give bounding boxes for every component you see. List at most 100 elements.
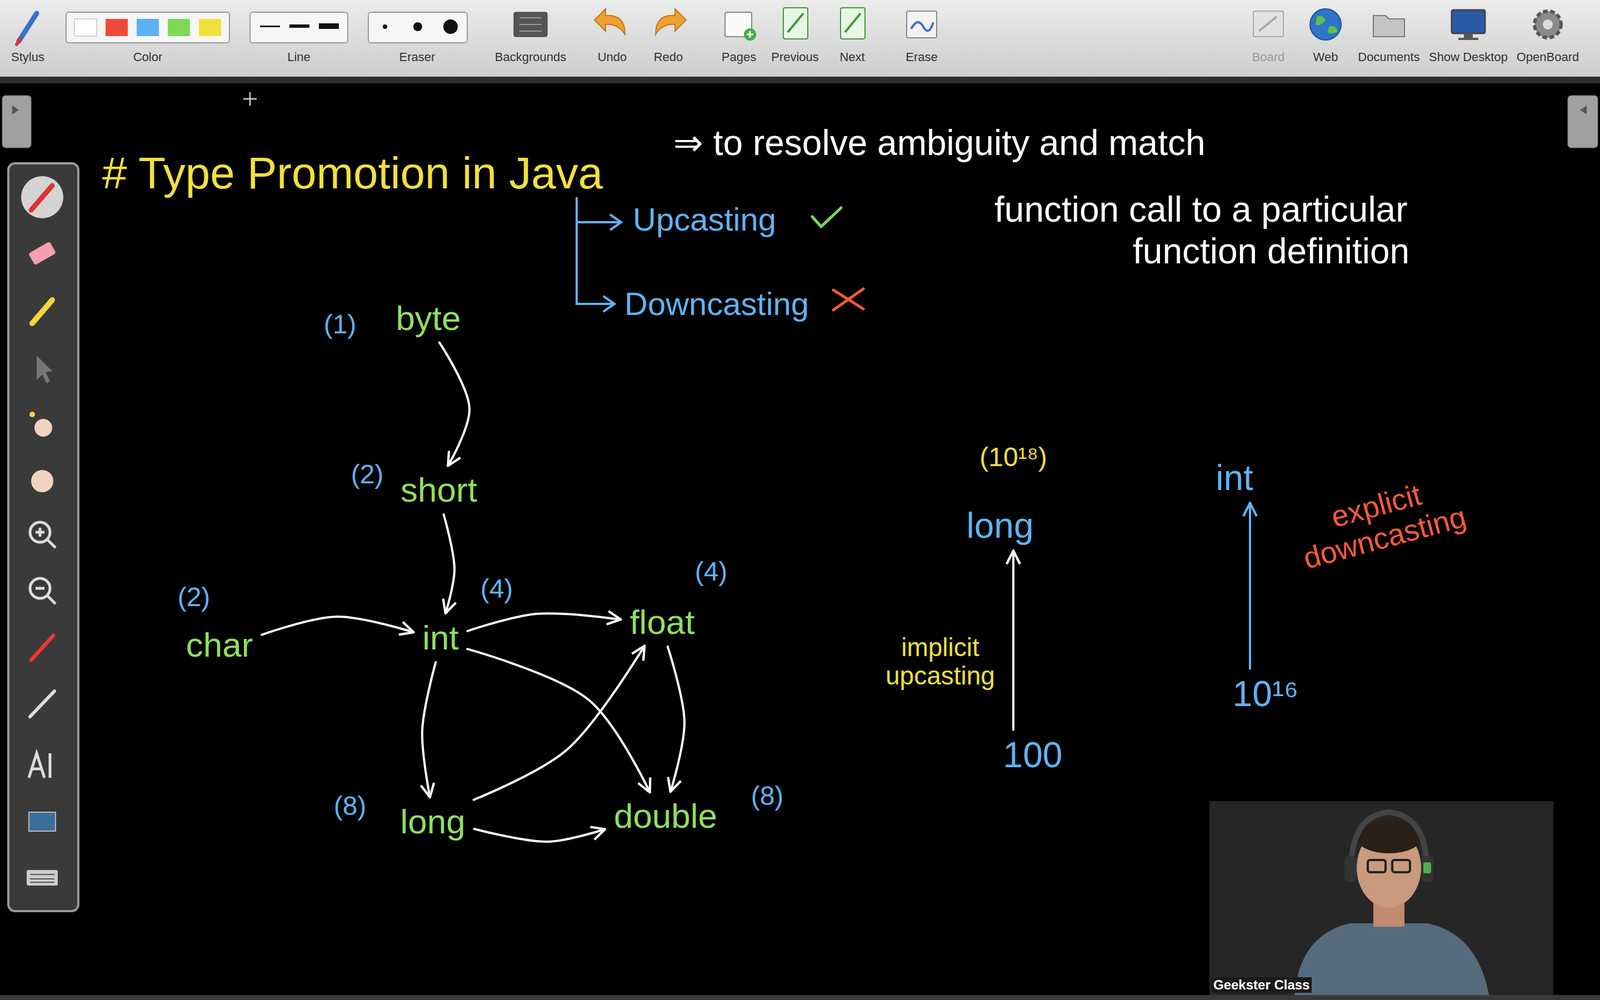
color-picker xyxy=(66,12,230,43)
eraser-picker xyxy=(368,12,468,43)
toolbar-label: Eraser xyxy=(399,50,436,64)
cursor-mark xyxy=(243,92,257,106)
openboard-icon xyxy=(1534,11,1562,38)
type-node: int(4) xyxy=(417,617,463,658)
size-label: (2) xyxy=(351,460,384,490)
cursor-mark xyxy=(243,92,257,106)
type-node: 10¹⁶ xyxy=(1228,673,1304,715)
tool-palette xyxy=(31,470,54,493)
cast-kind: Upcasting xyxy=(632,201,777,238)
type-node: double(8) xyxy=(609,796,722,837)
next-icon xyxy=(845,13,861,33)
webcam-frame xyxy=(1344,855,1357,883)
toolbar-label: Undo xyxy=(597,50,628,64)
type-node: long(8) xyxy=(395,801,470,842)
tool-palette xyxy=(8,163,79,912)
size-label: (1) xyxy=(323,310,357,340)
pages-icon xyxy=(746,31,754,38)
color-picker xyxy=(66,12,230,43)
openboard-icon xyxy=(1534,11,1562,38)
check-mark xyxy=(812,207,842,227)
previous-icon xyxy=(783,7,808,39)
color-picker xyxy=(74,18,97,37)
type-node: byte(1) xyxy=(391,298,465,339)
toolbar-bar xyxy=(0,0,1600,77)
webcam-frame xyxy=(1209,801,1554,995)
tool-palette xyxy=(31,185,53,210)
toolbar-bar xyxy=(0,76,1600,84)
cast-bracket xyxy=(576,197,614,304)
web-icon xyxy=(1310,8,1342,40)
type-node: int xyxy=(1211,457,1258,499)
type-node: 100 xyxy=(998,734,1068,776)
tool-palette xyxy=(30,874,55,883)
erase-icon xyxy=(911,22,934,31)
webcam-frame xyxy=(1421,855,1434,883)
toolbar-label: Board xyxy=(1252,50,1285,64)
toolbar-label: Line xyxy=(287,50,311,64)
size-label: (4) xyxy=(695,557,728,587)
toolbar-label: Next xyxy=(839,50,865,64)
undo-icon xyxy=(594,8,625,35)
tool-palette xyxy=(30,691,55,717)
toolbar-label: Erase xyxy=(905,50,938,64)
tool-palette xyxy=(32,300,53,324)
type-name: int xyxy=(422,618,459,657)
promotion-arrow xyxy=(467,648,650,793)
openboard-icon xyxy=(1542,19,1553,30)
toolbar-label: Stylus xyxy=(11,50,45,64)
webcam-frame xyxy=(1367,860,1386,873)
tool-palette xyxy=(26,870,58,886)
desktop-icon xyxy=(1463,33,1473,38)
promotion-arrow xyxy=(1012,550,1015,730)
type-name: 10¹⁶ xyxy=(1232,674,1299,714)
promotion-arrow xyxy=(473,646,645,800)
toolbar-label: Redo xyxy=(653,50,684,64)
tool-palette xyxy=(35,527,56,548)
board-title: # Type Promotion in Java xyxy=(102,151,603,196)
tool-palette xyxy=(29,411,35,418)
documents-icon xyxy=(1373,15,1405,37)
previous-icon xyxy=(783,7,808,39)
cast-bracket xyxy=(576,221,620,224)
purpose-note: function call to a particular xyxy=(994,190,1408,229)
promotion-arrow xyxy=(439,342,470,466)
web-icon xyxy=(1310,8,1342,40)
size-label: (4) xyxy=(480,574,514,604)
undo-icon xyxy=(594,8,625,35)
webcam-frame xyxy=(1209,801,1554,995)
webcam-frame xyxy=(1392,860,1410,873)
check-mark xyxy=(812,207,842,227)
size-label: (10¹⁸) xyxy=(979,442,1048,473)
purpose-note: ⇒ to resolve ambiguity and match xyxy=(673,123,1206,163)
backgrounds-icon xyxy=(519,17,542,32)
eraser-picker xyxy=(443,19,458,34)
color-picker xyxy=(198,18,222,37)
size-label: (2) xyxy=(177,582,211,613)
side-tab xyxy=(12,105,19,115)
tool-palette xyxy=(21,176,64,219)
type-name: long xyxy=(400,802,465,841)
window-bottom xyxy=(0,995,1600,1000)
next-icon xyxy=(840,7,865,39)
board-icon xyxy=(1253,11,1284,37)
cast-kind: Downcasting xyxy=(624,286,809,322)
tool-palette xyxy=(36,355,53,384)
tool-palette xyxy=(34,418,53,437)
pages-icon xyxy=(743,28,757,41)
tool-palette xyxy=(35,588,56,604)
type-name: 100 xyxy=(1003,735,1063,775)
erase-icon xyxy=(906,11,937,38)
backgrounds-icon xyxy=(513,12,548,37)
webcam-frame xyxy=(1351,812,1427,870)
next-icon xyxy=(840,7,865,39)
webcam-name: Geekster Class xyxy=(1211,977,1312,993)
size-label: (8) xyxy=(751,781,784,812)
type-name: long xyxy=(966,506,1034,545)
line-picker xyxy=(289,24,310,28)
tool-palette xyxy=(28,753,50,778)
board-icon xyxy=(1253,11,1284,37)
toolbar-label: Pages xyxy=(721,50,757,64)
line-picker xyxy=(250,12,348,43)
promotion-arrow xyxy=(667,646,685,792)
